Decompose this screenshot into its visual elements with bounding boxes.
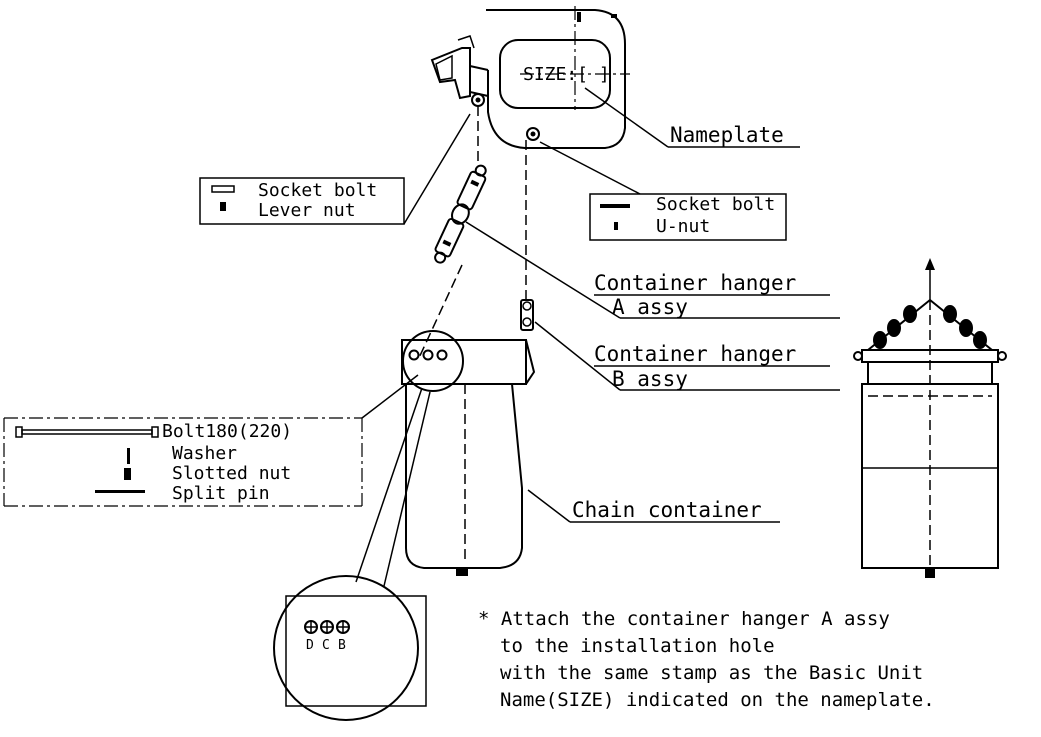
parts-left-mid-item-2: Washer xyxy=(172,443,237,464)
nameplate-label: Nameplate xyxy=(670,123,784,147)
parts-left-top-item-1: Socket bolt xyxy=(258,180,377,201)
hanger-a-line2: A assy xyxy=(612,295,688,319)
parts-box-socket-lever xyxy=(199,113,471,225)
motor-unit xyxy=(430,47,471,100)
hanger-a-leader xyxy=(465,221,621,319)
parts-box-socket-unut xyxy=(539,141,787,241)
parts-box-bolt-washer xyxy=(3,374,419,507)
parts-left-mid-item-4: Split pin xyxy=(172,483,270,504)
detail-hole-label-c: C xyxy=(322,638,330,653)
nameplate-leader xyxy=(584,87,669,148)
parts-left-top-item-2: Lever nut xyxy=(258,200,356,221)
parts-left-mid-item-3: Slotted nut xyxy=(172,463,291,484)
detail-hole-label-d: D xyxy=(306,638,314,653)
parts-right-top-item-2: U-nut xyxy=(656,216,710,237)
detail-callout-circle xyxy=(402,330,464,392)
container-bracket xyxy=(401,339,527,385)
centerline-a-lower xyxy=(417,264,463,361)
detail-view-holes xyxy=(273,387,431,721)
detail-hole-label-b: B xyxy=(338,638,346,653)
chain-container xyxy=(401,330,536,576)
hanger-b-line2: B assy xyxy=(612,367,688,391)
container-hanger-b-assy xyxy=(520,299,534,331)
detail-plate xyxy=(285,595,427,707)
chain-container-label: Chain container xyxy=(572,498,762,522)
note-line-4: Name(SIZE) indicated on the nameplate. xyxy=(500,689,935,711)
note-line-1: * Attach the container hanger A assy xyxy=(478,608,890,630)
hoist-body xyxy=(430,6,630,149)
nameplate-size-text: SIZE:[ ] xyxy=(523,64,610,85)
nameplate-frame xyxy=(499,39,611,109)
chain-container-leader xyxy=(527,489,571,523)
parts-right-top-item-1: Socket bolt xyxy=(656,194,775,215)
parts-left-mid-item-1: Bolt180(220) xyxy=(162,421,292,442)
note-line-2: to the installation hole xyxy=(500,635,775,657)
chain-container-front-view xyxy=(853,258,1007,578)
hanger-b-line1: Container hanger xyxy=(594,342,796,366)
container-hanger-a-assy xyxy=(434,164,487,264)
note-line-3: with the same stamp as the Basic Unit xyxy=(500,662,923,684)
hanger-b-leader xyxy=(534,321,621,391)
hanger-a-line1: Container hanger xyxy=(594,271,796,295)
